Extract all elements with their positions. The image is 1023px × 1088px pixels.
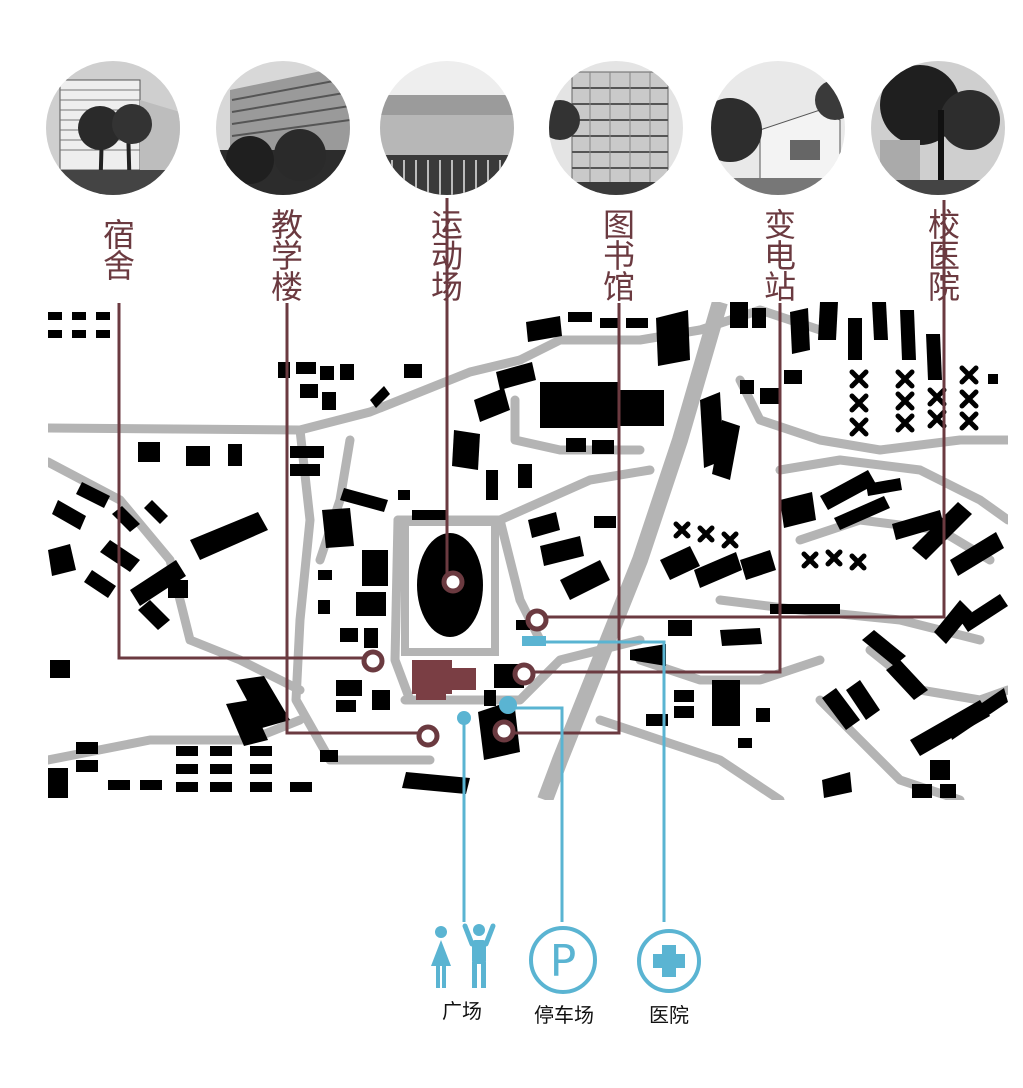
landmark-markers	[361, 570, 549, 748]
dormitory-photo[interactable]	[40, 55, 190, 210]
parking-symbol: P	[550, 936, 577, 987]
library-marker[interactable]	[492, 719, 516, 743]
landmark-photos	[40, 55, 1015, 210]
teaching-building-photo[interactable]	[210, 55, 360, 210]
x-shaped-buildings	[673, 365, 979, 571]
library-photo[interactable]	[540, 55, 695, 207]
label-teaching-building: 教学楼	[271, 206, 303, 306]
label-dormitory: 宿舍	[103, 216, 135, 285]
campus-hospital-photo[interactable]	[865, 55, 1015, 210]
substation-marker[interactable]	[512, 662, 536, 686]
sports-field-photo[interactable]	[375, 55, 525, 205]
facility-label-parking-lot: 停车场	[534, 1003, 594, 1027]
label-substation: 变电站	[764, 206, 796, 306]
label-library: 图书馆	[603, 206, 635, 306]
parking-icon: P	[529, 926, 597, 994]
people-icon	[431, 923, 496, 988]
hospital-marker	[522, 636, 546, 646]
label-sports-field: 运动场	[431, 206, 463, 306]
dormitory-marker[interactable]	[361, 649, 385, 673]
plaza-marker	[457, 711, 471, 725]
campus-hospital-marker[interactable]	[525, 608, 549, 632]
landmark-connector-lines	[117, 198, 946, 735]
facility-label-plaza: 广场	[442, 999, 482, 1023]
substation-photo[interactable]	[698, 55, 855, 208]
facility-label-hospital: 医院	[649, 1003, 689, 1027]
campus-map	[48, 302, 1008, 800]
teaching-building-marker[interactable]	[416, 724, 440, 748]
landmark-labels: 宿舍 教学楼 运动场 图书馆 变电站 校医院	[103, 206, 960, 306]
building-footprints	[48, 302, 1008, 798]
hospital-cross-icon	[637, 929, 701, 993]
facility-connector-lines	[462, 640, 666, 922]
plaza-block	[412, 660, 476, 700]
label-campus-hospital: 校医院	[928, 206, 960, 306]
sports-field-marker[interactable]	[441, 570, 465, 594]
parking-marker	[499, 696, 517, 714]
